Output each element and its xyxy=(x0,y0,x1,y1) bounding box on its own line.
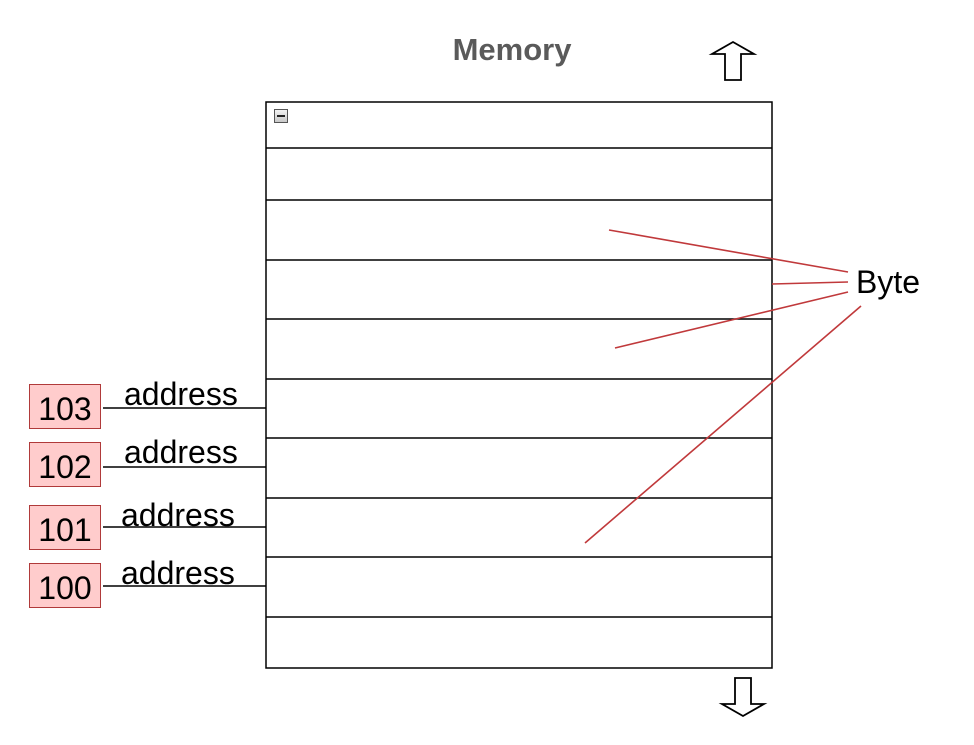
address-label: address xyxy=(124,434,238,470)
address-box-102: 102 xyxy=(29,442,101,487)
address-box-101: 101 xyxy=(29,505,101,550)
byte-pointer-line xyxy=(614,291,849,349)
byte-pointer-line xyxy=(584,305,862,544)
arrow-up-icon xyxy=(708,40,758,81)
memory-block xyxy=(265,101,773,669)
address-label: address xyxy=(121,555,235,591)
address-box-103: 103 xyxy=(29,384,101,429)
byte-pointer-line xyxy=(608,229,849,273)
byte-pointer-line xyxy=(771,281,849,285)
address-label: address xyxy=(124,376,238,412)
arrow-down-icon xyxy=(718,677,768,718)
byte-label: Byte xyxy=(856,264,921,300)
address-label: address xyxy=(121,497,235,533)
address-box-100: 100 xyxy=(29,563,101,608)
diagram-title: Memory xyxy=(452,32,572,67)
collapse-icon[interactable] xyxy=(274,109,288,123)
